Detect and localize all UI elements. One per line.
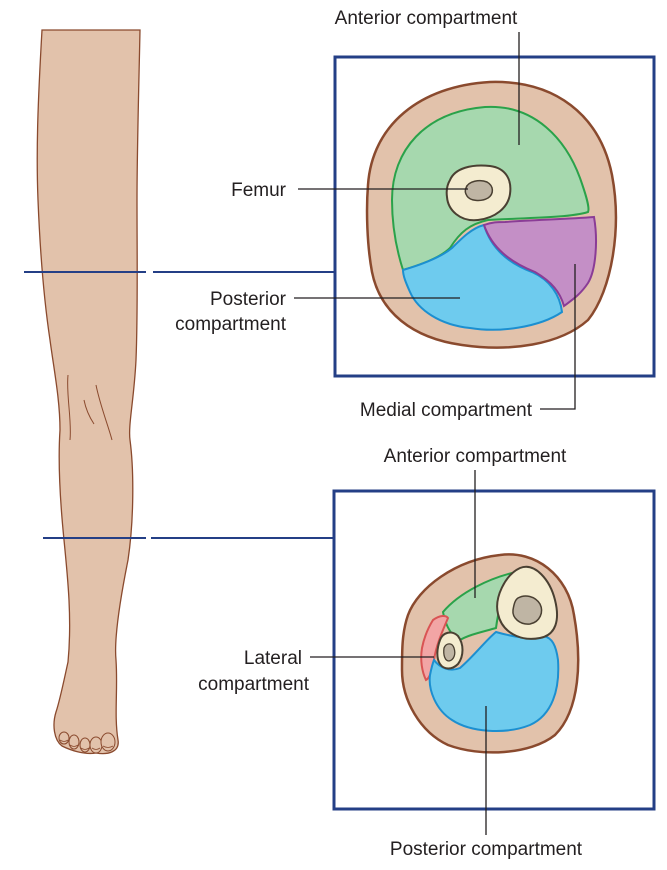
medial-label: Medial compartment [360, 400, 533, 421]
leg-posterior-compartment [428, 630, 560, 733]
tibia-marrow [512, 595, 543, 625]
thigh-posterior-label-line2: compartment [175, 314, 287, 335]
knee-line-center [83, 399, 95, 425]
thigh-anterior-label: Anterior compartment [335, 8, 518, 29]
knee-line-left [67, 374, 71, 441]
leg-outline [36, 29, 141, 755]
medial-leader [540, 264, 576, 410]
femur-bone [445, 164, 512, 222]
leg-anterior-label: Anterior compartment [384, 446, 567, 467]
femur-marrow [464, 179, 494, 202]
toes [58, 731, 116, 754]
thigh-posterior-compartment [401, 223, 564, 331]
thigh-medial-compartment [482, 215, 597, 308]
thigh-posterior-label-line1: Posterior [210, 289, 287, 310]
lateral-label-line1: Lateral [244, 648, 302, 669]
leg-illustration [36, 29, 141, 755]
leg-posterior-label: Posterior compartment [390, 839, 583, 860]
fibula-marrow [443, 643, 456, 662]
fibula-bone [436, 631, 464, 670]
knee-line-right [95, 384, 113, 441]
tibia-bone [496, 565, 559, 640]
lateral-label-line2: compartment [198, 674, 310, 695]
femur-label: Femur [231, 180, 287, 201]
